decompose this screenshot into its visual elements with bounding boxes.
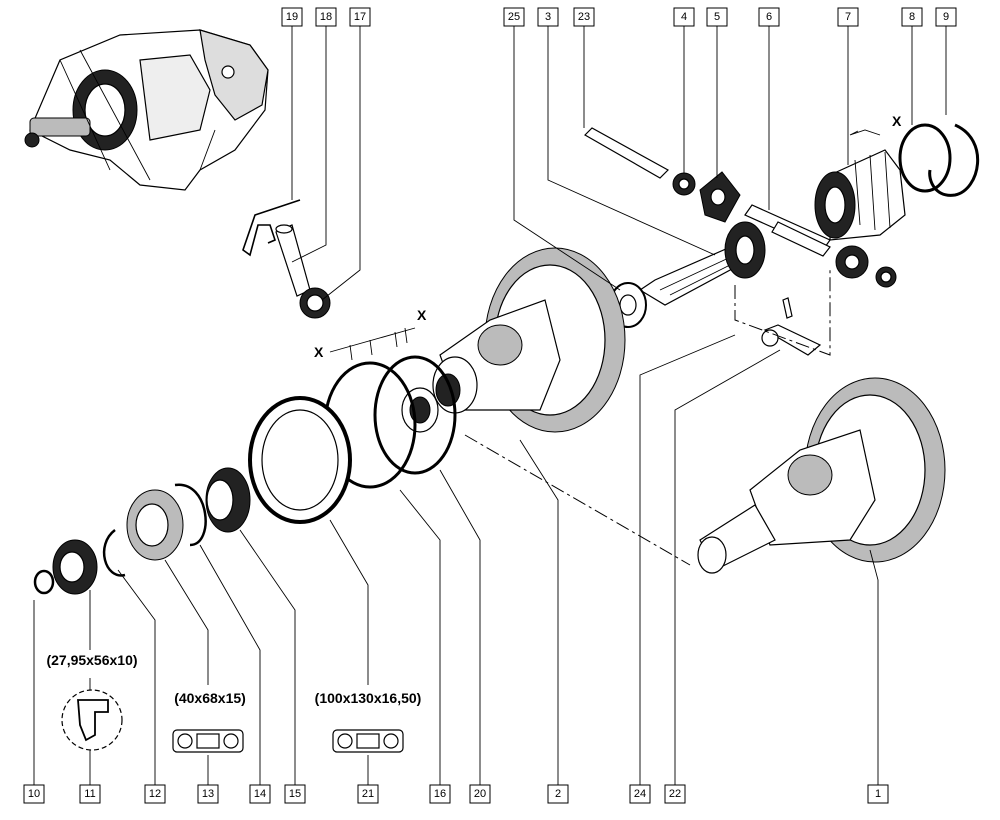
svg-text:24: 24 bbox=[634, 788, 646, 800]
svg-text:3: 3 bbox=[545, 11, 551, 23]
large-bearing-section-symbol bbox=[332, 729, 404, 753]
ring-8-part bbox=[898, 123, 952, 193]
seal-spec: (27,95x56x10) bbox=[46, 652, 137, 668]
circlip-12-part bbox=[102, 529, 126, 577]
svg-text:6: 6 bbox=[766, 11, 772, 23]
bearing-13-part bbox=[126, 489, 184, 561]
callout-4: 4 bbox=[673, 7, 695, 27]
callout-10: 10 bbox=[23, 784, 45, 804]
pinion-shafts-6-part bbox=[744, 204, 831, 257]
side-gear-part bbox=[835, 245, 897, 288]
callout-5: 5 bbox=[706, 7, 728, 27]
gearbox-overview-illustration bbox=[24, 29, 269, 191]
x-marker-top: X bbox=[892, 113, 902, 129]
svg-text:22: 22 bbox=[669, 788, 681, 800]
pin-23-part bbox=[584, 127, 669, 179]
seal-11-part bbox=[52, 539, 98, 595]
bearing-section-symbol bbox=[172, 729, 244, 753]
svg-text:20: 20 bbox=[474, 788, 486, 800]
svg-text:18: 18 bbox=[320, 11, 332, 23]
svg-text:17: 17 bbox=[354, 11, 366, 23]
callout-19: 19 bbox=[281, 7, 303, 27]
callout-17: 17 bbox=[349, 7, 371, 27]
callout-8: 8 bbox=[901, 7, 923, 27]
callout-13: 13 bbox=[197, 784, 219, 804]
svg-text:2: 2 bbox=[555, 788, 561, 800]
svg-text:5: 5 bbox=[714, 11, 720, 23]
output-shaft-3-part bbox=[638, 221, 766, 306]
x-marker-left: X bbox=[314, 344, 324, 360]
svg-text:21: 21 bbox=[362, 788, 374, 800]
callout-3: 3 bbox=[537, 7, 559, 27]
pin-22-part bbox=[761, 297, 822, 356]
callout-11: 11 bbox=[79, 784, 101, 804]
callout-6: 6 bbox=[758, 7, 780, 27]
callout-22: 22 bbox=[664, 784, 686, 804]
large-bearing-21-part bbox=[248, 396, 352, 524]
svg-text:11: 11 bbox=[84, 788, 95, 800]
callout-15: 15 bbox=[284, 784, 306, 804]
callout-18: 18 bbox=[315, 7, 337, 27]
callout-20: 20 bbox=[469, 784, 491, 804]
svg-text:7: 7 bbox=[845, 11, 851, 23]
x-marker-mid: X bbox=[417, 307, 427, 323]
differential-assembly-1-part bbox=[697, 377, 946, 574]
svg-text:1: 1 bbox=[875, 788, 881, 800]
seal-section-symbol bbox=[61, 689, 123, 751]
svg-text:16: 16 bbox=[434, 788, 446, 800]
callout-1: 1 bbox=[867, 784, 889, 804]
svg-text:12: 12 bbox=[149, 788, 161, 800]
svg-text:9: 9 bbox=[943, 11, 949, 23]
svg-text:4: 4 bbox=[681, 11, 687, 23]
svg-text:15: 15 bbox=[289, 788, 301, 800]
crown-wheel-housing-2-part bbox=[432, 247, 626, 433]
callout-7: 7 bbox=[837, 7, 859, 27]
speedo-shaft-part bbox=[275, 224, 311, 297]
planet-pinion-5-part bbox=[699, 171, 741, 223]
large-bearing-spec: (100x130x16,50) bbox=[315, 690, 422, 706]
leader-lines bbox=[33, 26, 947, 785]
circlip-14-part bbox=[174, 483, 207, 547]
svg-text:13: 13 bbox=[202, 788, 214, 800]
washer-4-part bbox=[672, 172, 696, 196]
svg-text:8: 8 bbox=[909, 11, 915, 23]
circlip-9-part bbox=[928, 123, 980, 197]
svg-text:25: 25 bbox=[508, 11, 520, 23]
callout-21: 21 bbox=[357, 784, 379, 804]
callout-2: 2 bbox=[547, 784, 569, 804]
drive-gear-15-part bbox=[205, 467, 251, 533]
svg-text:23: 23 bbox=[578, 11, 590, 23]
callout-16: 16 bbox=[429, 784, 451, 804]
callout-14: 14 bbox=[249, 784, 271, 804]
callout-23: 23 bbox=[573, 7, 595, 27]
callout-24: 24 bbox=[629, 784, 651, 804]
callout-25: 25 bbox=[503, 7, 525, 27]
differential-case-7-part bbox=[814, 149, 906, 241]
callout-9: 9 bbox=[935, 7, 957, 27]
svg-text:10: 10 bbox=[28, 788, 40, 800]
callout-12: 12 bbox=[144, 784, 166, 804]
clip-part bbox=[242, 199, 301, 257]
bearing-spec: (40x68x15) bbox=[174, 690, 246, 706]
svg-text:14: 14 bbox=[254, 788, 266, 800]
circlip-10-part bbox=[33, 569, 55, 595]
svg-text:19: 19 bbox=[286, 11, 298, 23]
speedo-gear-part bbox=[299, 287, 331, 319]
